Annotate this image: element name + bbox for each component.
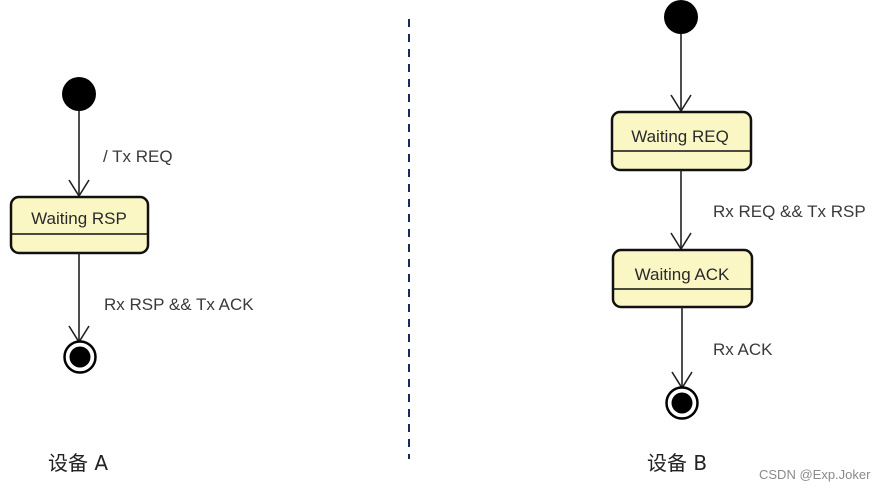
final-state-a <box>63 340 97 374</box>
initial-state-b <box>664 0 698 34</box>
state-name: Waiting RSP <box>31 209 127 228</box>
state-name: Waiting REQ <box>631 127 729 146</box>
state-waiting-req: Waiting REQ <box>610 110 753 172</box>
device-b-label: 设备 B <box>647 451 707 475</box>
watermark: CSDN @Exp.Joker <box>759 467 871 482</box>
transition-label-tx-req: / Tx REQ <box>103 147 173 166</box>
initial-state-a <box>62 77 96 111</box>
transition-label-rx-ack: Rx ACK <box>713 340 773 359</box>
transition-label-rx-rsp: Rx RSP && Tx ACK <box>104 295 254 314</box>
device-b-diagram: Waiting REQ Rx REQ && Tx RSP Waiting ACK… <box>610 0 866 475</box>
state-waiting-rsp: Waiting RSP <box>9 195 150 255</box>
device-a-label: 设备 A <box>48 451 108 475</box>
state-name: Waiting ACK <box>635 265 730 284</box>
transition-label-rx-req: Rx REQ && Tx RSP <box>713 202 866 221</box>
device-a-diagram: / Tx REQ Waiting RSP Rx RSP && Tx ACK 设备… <box>9 77 254 475</box>
state-waiting-ack: Waiting ACK <box>611 248 754 309</box>
final-state-b <box>665 386 699 420</box>
